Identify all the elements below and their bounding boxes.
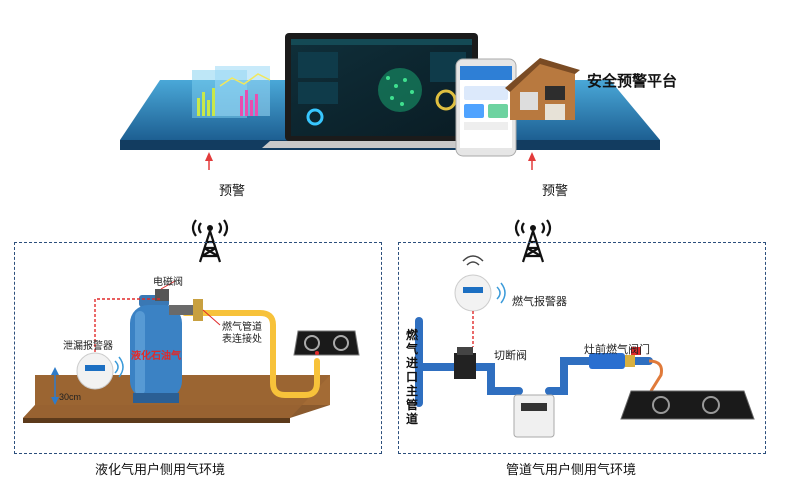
cutoff-valve: [454, 347, 476, 379]
platform-illustration: [120, 33, 660, 170]
laptop-dashboard: [262, 33, 500, 148]
platform-title: 安全预警平台: [587, 73, 678, 90]
gas-alarm-label: 燃气报警器: [512, 296, 567, 308]
solenoid-label: 电磁阀: [153, 277, 183, 288]
gas-meter: [513, 394, 555, 438]
stove-valve: [589, 347, 641, 369]
cylinder-text: 液化石油气: [131, 349, 181, 362]
lpg-caption: 液化气用户侧用气环境: [95, 462, 226, 477]
pipe-joint-label: 燃气管道 表连接处: [222, 322, 262, 345]
height-label: 30cm: [59, 392, 82, 402]
gas-stove: [620, 390, 755, 420]
orange-hose: [648, 359, 663, 392]
lpg-scene: 液化石油气: [23, 280, 360, 423]
leak-detector-label: 泄漏报警器: [63, 341, 113, 352]
alert-label-left: 预警: [219, 183, 246, 198]
yellow-gas-pipe: [182, 310, 320, 398]
solenoid-valve: [155, 289, 203, 321]
lpg-cylinder: [130, 295, 182, 403]
phone-app: [455, 58, 517, 157]
gas-alarm-device: [454, 255, 506, 312]
analytics-charts: [192, 66, 271, 118]
gas-stove: [293, 330, 360, 356]
inlet-pipe-label: 燃气进口主管道: [405, 328, 418, 426]
pipeline-environment-box: [398, 242, 766, 454]
leak-detector-device: [76, 352, 124, 390]
cutoff-valve-label: 切断阀: [494, 350, 527, 362]
house-icon: [505, 58, 580, 120]
stove-valve-label: 灶前燃气阀门: [584, 344, 650, 356]
lpg-environment-box: [14, 242, 382, 454]
alert-label-right: 预警: [542, 183, 569, 198]
pipeline-scene: [415, 255, 755, 438]
pipeline-caption: 管道气用户侧用气环境: [506, 462, 637, 477]
alert-arrows: [205, 152, 536, 170]
